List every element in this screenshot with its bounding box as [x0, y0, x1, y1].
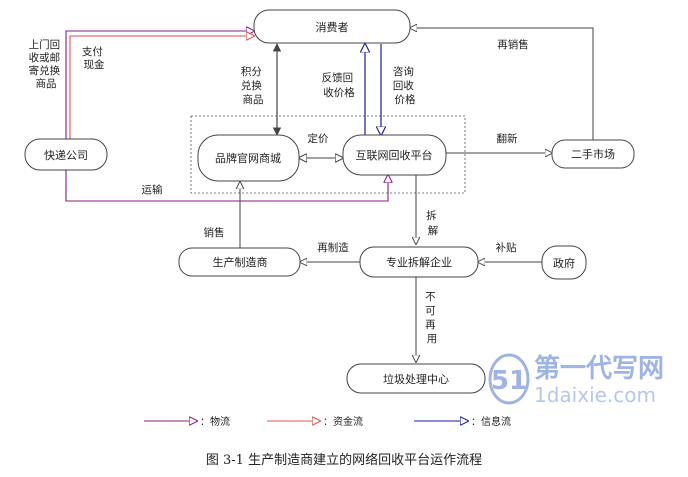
label-dismantle: 拆 解 [426, 209, 440, 237]
label-points: 积分 兑换 商品 [241, 66, 265, 106]
edge-courier-consumer-logistics [65, 31, 254, 140]
node-manufacturer: 生产制造商 [178, 247, 301, 277]
node-second-hand-market: 二手市场 [551, 139, 635, 169]
legend-information: ：信息流 [414, 415, 511, 428]
node-dismantler-label: 专业拆解企业 [386, 255, 452, 269]
node-manufacturer-label: 生产制造商 [213, 255, 268, 269]
watermark-name: 第一代写网 [534, 353, 664, 384]
node-waste-center-label: 垃圾处理中心 [383, 372, 449, 386]
legend-logistics-label: ：物流 [200, 415, 230, 428]
label-transport: 运输 [142, 183, 163, 196]
label-subsidy: 补贴 [496, 241, 517, 254]
watermark-url: 1daixie.com [534, 383, 656, 407]
node-brand-mall-label: 品牌官网商城 [215, 151, 281, 165]
node-courier: 快递公司 [24, 138, 108, 171]
legend-information-label: ：信息流 [471, 415, 511, 428]
label-inquiry: 咨询 回收 价格 [393, 65, 417, 106]
label-pricing: 定价 [308, 132, 329, 145]
node-courier-label: 快递公司 [44, 148, 88, 162]
edge-courier-consumer-cash [69, 36, 254, 140]
node-waste-center: 垃圾处理中心 [346, 363, 486, 394]
label-payment: 支付 现金 [82, 45, 106, 71]
node-platform: 互联网回收平台 [342, 134, 447, 176]
legend-capital: ：资金流 [267, 415, 363, 428]
edge-courier-platform-transport [65, 170, 388, 202]
node-consumer-label: 消费者 [316, 20, 349, 34]
node-government-label: 政府 [553, 256, 575, 270]
platform-group-boundary [190, 115, 466, 194]
label-sales: 销售 [204, 226, 225, 239]
label-pickup: 上门回 收或邮 寄兑换 商品 [29, 38, 64, 90]
label-remanufacture: 再制造 [317, 241, 349, 254]
watermark-logo-text: 51 [491, 366, 527, 396]
legend: ：物流 ：资金流 ：信息流 [144, 415, 511, 428]
watermark-logo-icon [488, 353, 530, 405]
node-brand-mall: 品牌官网商城 [197, 134, 300, 182]
watermark: 51 第一代写网 1daixie.com [488, 353, 664, 407]
node-government: 政府 [541, 245, 587, 280]
label-resell: 再销售 [497, 38, 529, 51]
node-platform-label: 互联网回收平台 [356, 148, 433, 162]
node-second-hand-label: 二手市场 [571, 147, 615, 161]
figure-caption: 图 3-1 生产制造商建立的网络回收平台运作流程 [206, 452, 482, 468]
legend-logistics: ：物流 [144, 415, 230, 428]
node-dismantler: 专业拆解企业 [359, 246, 479, 278]
legend-capital-label: ：资金流 [323, 415, 363, 428]
label-unusable: 不 可 再 用 [425, 291, 439, 345]
label-refurbish: 翻新 [497, 132, 518, 145]
edge-second-hand-consumer [410, 28, 594, 140]
label-feedback: 反馈回 收价格 [322, 71, 357, 99]
node-consumer: 消费者 [253, 9, 411, 44]
